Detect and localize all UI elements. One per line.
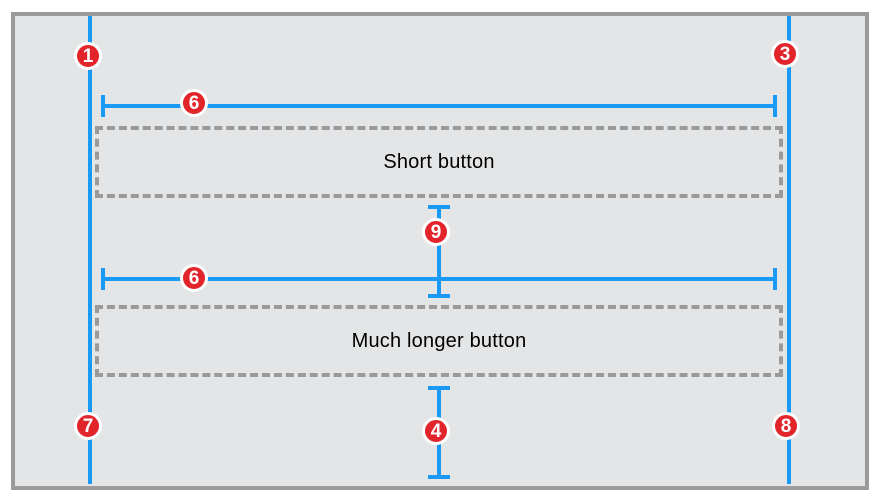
measure-cap-right [773,268,777,290]
badge-left-margin-bottom: 7 [74,412,102,440]
short-button-outline: Short button [95,126,783,198]
badge-bottom-spacing: 4 [422,417,450,445]
measure-cap-right [773,95,777,117]
badge-top-width: 6 [180,89,208,117]
measure-cap-left [101,268,105,290]
long-button-outline: Much longer button [95,305,783,377]
short-button-label: Short button [383,150,495,173]
vertical-spacing-measure-line [428,205,450,298]
long-button-label: Much longer button [351,329,527,352]
bottom-width-measure-line [101,268,777,290]
measure-cap-top [428,205,450,209]
measure-cap-left [101,95,105,117]
measure-cap-bottom [428,294,450,298]
left-margin-guide-line [88,16,92,484]
badge-bottom-width: 6 [180,264,208,292]
badge-right-margin-bottom: 8 [772,412,800,440]
measure-cap-top [428,386,450,390]
badge-right-margin-top: 3 [771,40,799,68]
measure-bar [101,104,777,108]
top-width-measure-line [101,95,777,117]
measure-bar [437,205,441,298]
measure-bar [101,277,777,281]
measure-cap-bottom [428,475,450,479]
badge-vertical-spacing: 9 [422,218,450,246]
right-margin-guide-line [787,16,791,484]
badge-left-margin-top: 1 [74,42,102,70]
